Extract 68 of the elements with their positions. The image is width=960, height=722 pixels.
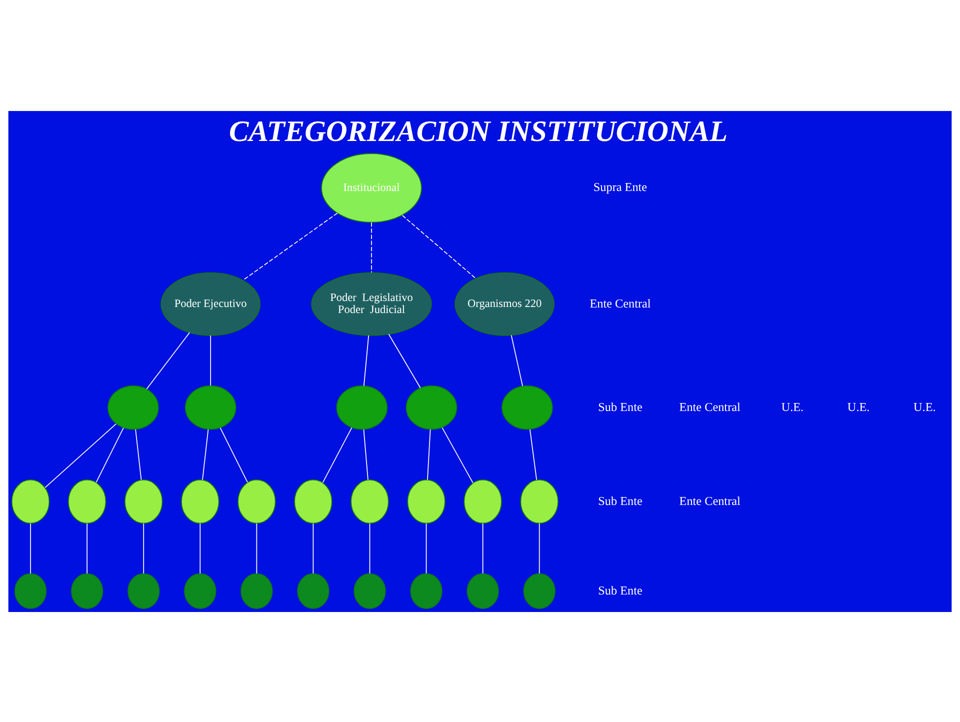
connector bbox=[369, 522, 370, 574]
connector bbox=[371, 222, 372, 272]
node-ellipse: Poder Ejecutivo bbox=[160, 272, 261, 336]
connector bbox=[363, 334, 370, 386]
connector bbox=[242, 212, 338, 280]
diagram-title: CATEGORIZACION INSTITUCIONAL bbox=[229, 115, 728, 148]
connector bbox=[482, 522, 484, 574]
connector bbox=[86, 522, 88, 574]
label: Ente Central bbox=[679, 493, 740, 508]
node-circle bbox=[520, 478, 558, 524]
node-circle bbox=[184, 384, 236, 430]
node-circle bbox=[354, 572, 386, 608]
connector bbox=[220, 426, 248, 482]
label: U.E. bbox=[847, 399, 870, 414]
node-circle bbox=[350, 478, 389, 524]
node-circle bbox=[108, 384, 159, 430]
label: U.E. bbox=[781, 399, 804, 414]
node-ellipse: Poder Legislativo Poder Judicial bbox=[311, 272, 432, 336]
node-circle bbox=[502, 384, 553, 430]
connector bbox=[442, 426, 474, 483]
node-circle bbox=[297, 572, 330, 608]
connector bbox=[322, 426, 352, 482]
node-circle bbox=[14, 572, 47, 608]
node-circle bbox=[466, 572, 499, 608]
connector bbox=[426, 522, 427, 574]
label: Ente Central bbox=[679, 399, 740, 414]
node-circle bbox=[336, 384, 388, 430]
connector bbox=[427, 428, 431, 480]
connector bbox=[363, 428, 368, 480]
connector bbox=[538, 522, 540, 574]
connector bbox=[30, 522, 31, 574]
connector bbox=[143, 522, 144, 574]
connector bbox=[510, 334, 524, 386]
node-circle bbox=[523, 572, 556, 608]
node-ellipse: Organismos 220 bbox=[454, 272, 555, 336]
node-circle bbox=[124, 478, 163, 524]
node-circle bbox=[181, 478, 220, 524]
node-circle bbox=[410, 572, 442, 608]
connector bbox=[96, 426, 124, 482]
node-circle bbox=[70, 572, 104, 608]
node-circle bbox=[294, 478, 332, 524]
label: Supra Ente bbox=[593, 180, 648, 194]
connector bbox=[202, 428, 209, 480]
connector bbox=[256, 522, 258, 574]
label: Ente Central bbox=[590, 296, 651, 310]
node-circle bbox=[68, 478, 106, 524]
label: Sub Ente bbox=[598, 399, 642, 414]
node-circle bbox=[407, 478, 446, 524]
connector bbox=[210, 334, 212, 386]
connector bbox=[135, 428, 142, 480]
connector bbox=[388, 333, 421, 388]
label: Sub Ente bbox=[598, 493, 642, 508]
node-circle bbox=[238, 478, 276, 524]
connector bbox=[402, 214, 476, 279]
connector bbox=[312, 522, 314, 574]
connector bbox=[146, 332, 190, 390]
connector bbox=[530, 428, 538, 480]
node-circle bbox=[128, 572, 160, 608]
connector bbox=[44, 422, 116, 488]
node-circle bbox=[184, 572, 216, 608]
connector bbox=[200, 522, 201, 574]
node-circle bbox=[464, 478, 502, 524]
node-circle bbox=[11, 478, 50, 524]
node-circle bbox=[406, 384, 458, 430]
node-ellipse: Institucional bbox=[321, 152, 422, 222]
label: Sub Ente bbox=[598, 582, 642, 597]
label: U.E. bbox=[914, 399, 936, 414]
node-circle bbox=[240, 572, 273, 608]
